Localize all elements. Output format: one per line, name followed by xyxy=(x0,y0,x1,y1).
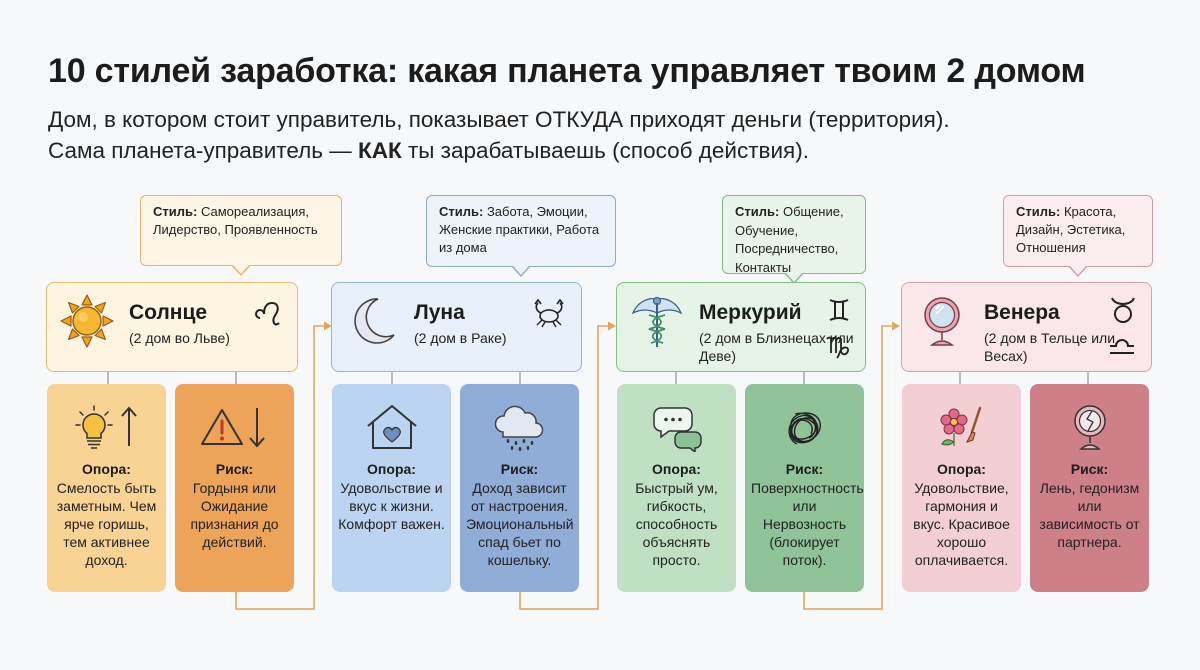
caduceus-icon xyxy=(631,296,683,347)
flow-arrow-mercury-venus xyxy=(803,325,896,610)
subtitle-line-2-end: ты зарабатываешь (способ действия). xyxy=(401,138,809,163)
support-card-venus: Опора: Удовольствие, гармония и вкус. Кр… xyxy=(902,384,1021,592)
style-label: Стиль: xyxy=(153,204,198,219)
speech-bubbles-icon xyxy=(652,407,702,452)
risk-text: Поверхностность или Нервозность (блокиру… xyxy=(751,480,864,568)
flow-arrowhead-venus xyxy=(892,321,900,331)
support-card-moon: Опора: Удовольствие и вкус к жизни. Комф… xyxy=(332,384,451,592)
risk-card-mercury: Риск: Поверхностность или Нервозность (б… xyxy=(745,384,864,592)
support-title: Опора: xyxy=(82,461,131,477)
flow-arrow-moon-mercury xyxy=(519,325,612,610)
mirror-icon xyxy=(924,297,960,346)
style-text: Красота, Дизайн, Эстетика, Отношения xyxy=(1016,204,1126,255)
page-subtitle: Дом, в котором стоит управитель, показыв… xyxy=(48,104,950,166)
style-label: Стиль: xyxy=(1016,204,1061,219)
risk-text: Лень, гедонизм или зависимость от партне… xyxy=(1039,480,1140,550)
style-label: Стиль: xyxy=(439,204,484,219)
risk-card-venus: Риск: Лень, гедонизм или зависимость от … xyxy=(1030,384,1149,592)
planet-card-moon: Луна (2 дом в Раке) xyxy=(331,282,582,372)
support-text: Удовольствие, гармония и вкус. Красивое … xyxy=(913,480,1010,568)
support-text: Смелость быть заметным. Чем ярче горишь,… xyxy=(56,480,157,568)
flow-arrowhead-mercury xyxy=(608,321,616,331)
support-card-sun: Опора: Смелость быть заметным. Чем ярче … xyxy=(47,384,166,592)
planet-card-mercury: Меркурий (2 дом в Близнецах или Деве) xyxy=(616,282,866,372)
house-heart-icon xyxy=(366,405,417,449)
planet-name: Солнце xyxy=(129,301,208,324)
subtitle-line-2-bold: КАК xyxy=(357,138,402,163)
page-title: 10 стилей заработка: какая планета управ… xyxy=(48,52,1086,90)
style-text: Самореализация, Лидерство, Проявленность xyxy=(153,204,318,237)
style-text: Забота, Эмоции, Женские практики, Работа… xyxy=(439,204,600,255)
planet-house: (2 дом в Тельце или Весах) xyxy=(984,330,1116,364)
risk-title: Риск: xyxy=(500,461,539,477)
subtitle-line-2: Сама планета-управитель — КАК ты зарабат… xyxy=(48,135,950,166)
risk-title: Риск: xyxy=(785,461,824,477)
support-text: Удовольствие и вкус к жизни. Комфорт важ… xyxy=(338,480,445,532)
support-title: Опора: xyxy=(367,461,416,477)
planet-house: (2 дом в Близнецах или Деве) xyxy=(699,330,854,364)
planet-name: Луна xyxy=(414,301,465,324)
style-bubble-mercury: Стиль: Общение, Обучение, Посредничество… xyxy=(722,195,866,284)
style-bubble-venus: Стиль: Красота, Дизайн, Эстетика, Отноше… xyxy=(1003,195,1153,277)
planet-house: (2 дом во Льве) xyxy=(129,330,230,346)
subtitle-line-2-start: Сама планета-управитель — xyxy=(48,138,358,163)
virgo-sign-icon xyxy=(826,336,850,359)
style-text: Общение, Обучение, Посредничество, Конта… xyxy=(735,204,844,275)
flow-arrowhead-moon xyxy=(324,321,332,331)
lightbulb-up-arrow-icon xyxy=(74,405,137,449)
cancer-crab-icon xyxy=(534,298,564,328)
cracked-mirror-icon xyxy=(1073,405,1106,450)
rain-cloud-icon xyxy=(494,405,543,451)
libra-sign-icon xyxy=(1110,339,1134,354)
planet-name: Меркурий xyxy=(699,301,802,324)
risk-title: Риск: xyxy=(215,461,254,477)
planet-card-sun: Солнце (2 дом во Льве) xyxy=(46,282,298,372)
style-bubble-moon: Стиль: Забота, Эмоции, Женские практики,… xyxy=(426,195,616,277)
support-title: Опора: xyxy=(652,461,701,477)
support-card-mercury: Опора: Быстрый ум, гибкость, способность… xyxy=(617,384,736,592)
warning-down-arrow-icon xyxy=(200,408,265,448)
style-bubble-sun: Стиль: Самореализация, Лидерство, Проявл… xyxy=(140,195,342,276)
risk-text: Доход зависит от настроения. Эмоциональн… xyxy=(466,480,574,568)
planet-house: (2 дом в Раке) xyxy=(414,330,507,346)
risk-title: Риск: xyxy=(1070,461,1109,477)
planet-card-venus: Венера (2 дом в Тельце или Весах) xyxy=(901,282,1152,372)
risk-text: Гордыня или Ожидание признания до действ… xyxy=(190,480,279,550)
planet-name: Венера xyxy=(984,301,1060,324)
support-text: Быстрый ум, гибкость, способность объясн… xyxy=(635,480,718,568)
support-title: Опора: xyxy=(937,461,986,477)
tangle-icon xyxy=(788,412,821,445)
style-label: Стиль: xyxy=(735,204,780,219)
sun-icon xyxy=(60,294,114,348)
gemini-sign-icon xyxy=(829,299,849,321)
leo-sign-icon xyxy=(255,301,280,326)
taurus-sign-icon xyxy=(1111,297,1135,323)
flow-arrow-sun-moon xyxy=(235,325,328,610)
subtitle-line-1: Дом, в котором стоит управитель, показыв… xyxy=(48,107,950,132)
crescent-moon-icon xyxy=(354,298,395,344)
risk-card-moon: Риск: Доход зависит от настроения. Эмоци… xyxy=(460,384,579,592)
flower-brush-icon xyxy=(940,406,981,446)
risk-card-sun: Риск: Гордыня или Ожидание признания до … xyxy=(175,384,294,592)
